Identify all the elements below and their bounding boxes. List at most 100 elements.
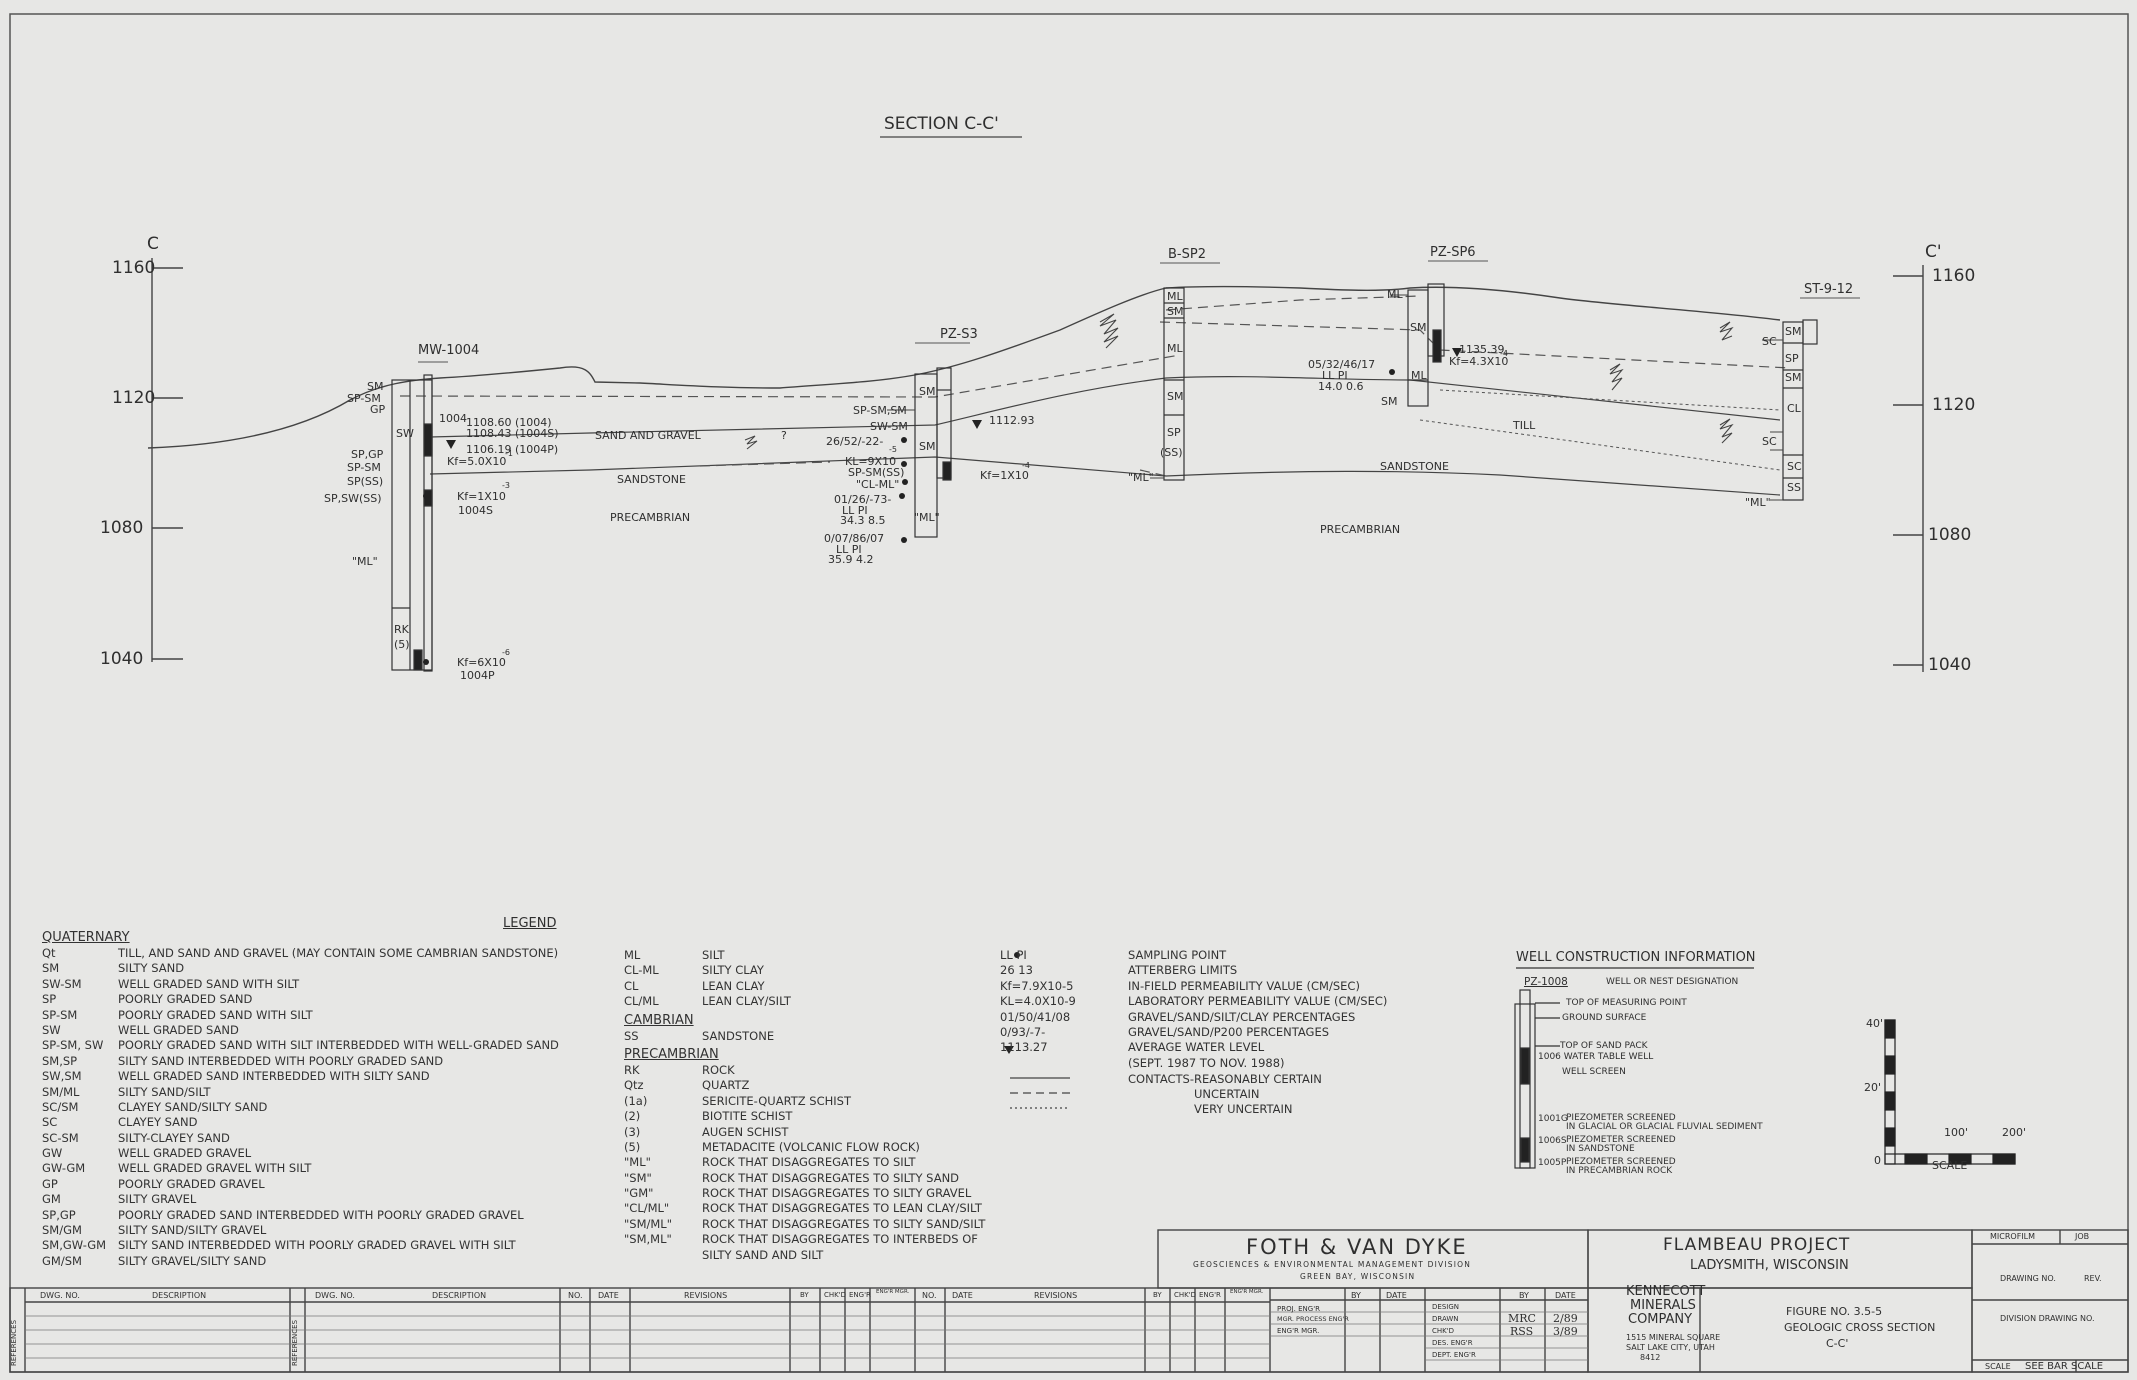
well-note: -4: [1022, 461, 1030, 470]
legend-code: "GM": [624, 1186, 654, 1201]
well-note: 1004: [439, 412, 467, 425]
legend-code: CL-ML: [624, 963, 659, 978]
tb-date: DATE: [1555, 1291, 1576, 1300]
unit-precambrian-right: PRECAMBRIAN: [1320, 523, 1401, 536]
legend-code: [1000, 1056, 1128, 1071]
legend-code: GW-GM: [42, 1161, 86, 1176]
legend-description: GRAVEL/SAND/P200 PERCENTAGES: [1128, 1024, 1330, 1039]
tb-role: DRAWN: [1432, 1315, 1459, 1323]
well-construction-title: WELL CONSTRUCTION INFORMATION: [1516, 950, 1756, 965]
legend-description: WELL GRADED SAND WITH SILT: [118, 976, 300, 991]
legend-description: SERICITE-QUARTZ SCHIST: [702, 1093, 851, 1108]
legend-code: SM/GM: [42, 1223, 82, 1238]
legend-title: LEGEND: [503, 916, 557, 931]
well-note: 26/52/-22-: [826, 435, 884, 448]
legend-description: ROCK THAT DISAGGREGATES TO SILT: [702, 1155, 916, 1170]
figure-number: FIGURE NO. 3.5-5: [1786, 1305, 1883, 1318]
legend-code: GM: [42, 1192, 61, 1207]
unit-label: SM: [367, 380, 384, 393]
unit-label: SP(SS): [347, 475, 384, 488]
well-note: ML: [1387, 288, 1403, 301]
legend-code: (5): [624, 1139, 641, 1154]
elev-left-1120: 1120: [112, 388, 156, 408]
legend-description: SILTY GRAVEL: [118, 1192, 197, 1207]
tb-left-role: PROJ. ENG'R: [1277, 1305, 1320, 1313]
legend-contact-lines: [1010, 1077, 1070, 1109]
client-address3: 8412: [1640, 1353, 1661, 1362]
rev-engr-mgr-2: ENG'R MGR.: [1230, 1289, 1264, 1295]
left-elevation-scale: [151, 258, 183, 662]
rev-date-1: DATE: [598, 1291, 619, 1300]
legend-row: (SEPT. 1987 TO NOV. 1988): [1000, 1056, 1387, 1071]
legend-code: 26 13: [1000, 963, 1033, 978]
client-address1: 1515 MINERAL SQUARE: [1626, 1333, 1721, 1342]
rev-dwg-no-1: DWG. NO.: [40, 1291, 80, 1300]
well-note: 01/26/-73-: [834, 493, 892, 506]
elev-left-1160: 1160: [112, 258, 156, 278]
unit-label: SP-SM: [347, 461, 381, 474]
rev-description-1: DESCRIPTION: [152, 1291, 207, 1300]
elev-left-1080: 1080: [100, 518, 144, 538]
legend-code: SM: [42, 961, 60, 976]
wc-label: 1006 WATER TABLE WELL: [1538, 1052, 1654, 1062]
well-note: 1108.43 (1004S): [466, 427, 559, 440]
scale-bar: [1884, 1019, 2016, 1165]
tb-role: DESIGN: [1432, 1303, 1459, 1311]
legend-code: GW: [42, 1146, 63, 1161]
water-level-symbols: [446, 348, 1462, 449]
legend-description: SILTY GRAVEL/SILTY SAND: [118, 1253, 267, 1268]
well-unit: SM: [919, 440, 936, 453]
well-note: Kf=5.0X10: [447, 455, 507, 468]
rev-by-2: BY: [1153, 1291, 1162, 1299]
ground-surface-line: [147, 285, 1781, 449]
contact-certain: CONTACTS-REASONABLY CERTAIN: [1128, 1072, 1322, 1086]
legend-description: SILTY-CLAYEY SAND: [118, 1130, 230, 1145]
well-pzsp6: [1407, 260, 1488, 407]
elev-left-1040: 1040: [100, 649, 144, 669]
well-unit: SM: [1785, 371, 1802, 384]
well-unit: SP: [1785, 352, 1799, 365]
legend-description: IN-FIELD PERMEABILITY VALUE (CM/SEC): [1128, 978, 1360, 993]
well-note: 34.3 8.5: [840, 514, 886, 527]
legend-description: (SEPT. 1987 TO NOV. 1988): [1128, 1055, 1285, 1070]
rev-references-1: REFERENCES: [10, 1319, 18, 1366]
tb-microfilm: MICROFILM: [1990, 1232, 2036, 1241]
legend-code: "SM,ML": [624, 1232, 672, 1247]
well-note: 1135.39: [1459, 343, 1505, 356]
legend-row: (2)BIOTITE SCHIST: [624, 1109, 985, 1124]
legend-code: SW,SM: [42, 1069, 82, 1084]
well-note: 1004S: [458, 504, 493, 517]
rev-engr-2: ENG'R: [1199, 1291, 1221, 1299]
legend-code: (3): [624, 1124, 641, 1139]
well-note: 0/07/86/07: [824, 532, 885, 545]
legend-code: "CL/ML": [624, 1201, 670, 1216]
unit-sandstone-right: SANDSTONE: [1380, 460, 1449, 473]
well-unit: ML: [1167, 342, 1183, 355]
sampling-points: [423, 369, 1395, 665]
well-construction-diagram: [1514, 967, 1754, 1169]
legend-row: "SM"ROCK THAT DISAGGREGATES TO SILTY SAN…: [624, 1171, 985, 1186]
scale-200: 200': [2002, 1126, 2027, 1139]
precambrian-top-line: [429, 456, 1781, 496]
rev-engr-mgr-1: ENG'R MGR.: [876, 1289, 910, 1295]
tb-role: CHK'D: [1432, 1327, 1455, 1335]
legend-description: POORLY GRADED SAND INTERBEDDED WITH POOR…: [118, 1207, 524, 1222]
unit-question: ?: [781, 429, 787, 442]
well-note: KL=9X10: [845, 455, 897, 468]
unit-label: SP,GP: [351, 448, 384, 461]
unit-label: GP: [370, 403, 386, 416]
legend-description: METADACITE (VOLCANIC FLOW ROCK): [702, 1139, 920, 1154]
legend-description: WELL GRADED GRAVEL WITH SILT: [118, 1161, 312, 1176]
